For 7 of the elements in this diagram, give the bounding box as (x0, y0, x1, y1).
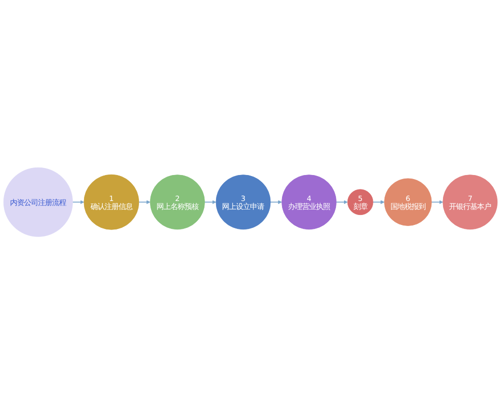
arrow (270, 200, 282, 204)
arrow (431, 200, 444, 204)
arrow (72, 200, 84, 204)
arrow (336, 200, 348, 204)
arrow (138, 200, 150, 204)
arrow (204, 200, 216, 204)
arrow (372, 200, 385, 204)
